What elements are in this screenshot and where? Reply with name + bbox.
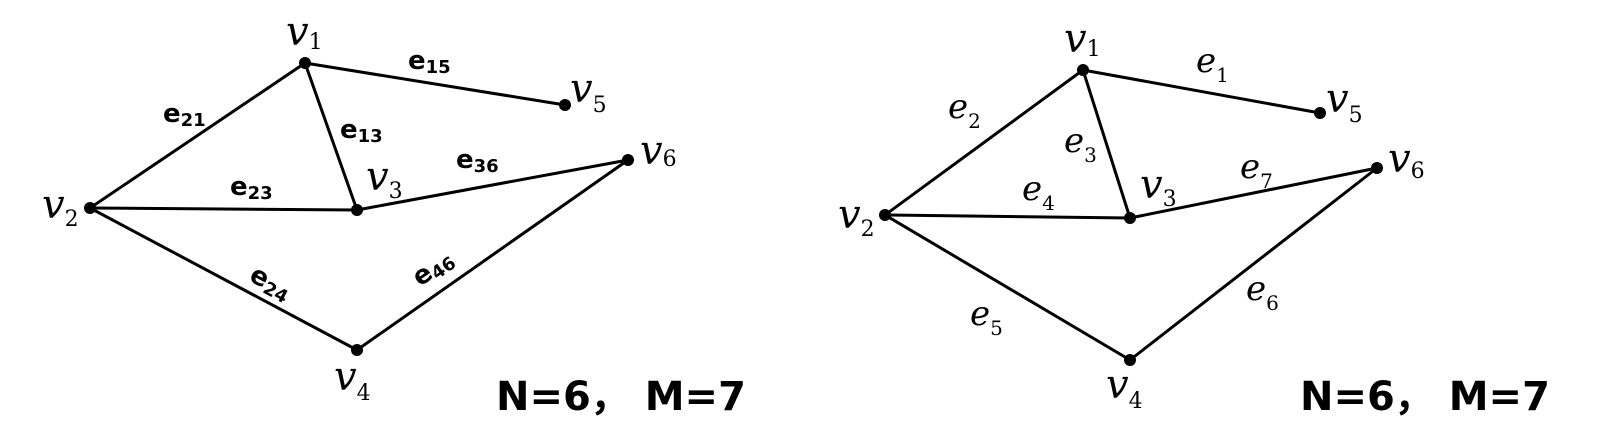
node-v6 xyxy=(1371,162,1383,174)
vertex-label-v2: v2 xyxy=(838,192,875,242)
node-v1 xyxy=(299,57,311,69)
edge-label-e24: e24 xyxy=(244,260,297,308)
edge-v2-v1 xyxy=(883,68,1085,217)
caption-left: N=6， M=7 xyxy=(496,374,746,420)
vertex-label-v4: v4 xyxy=(334,354,371,406)
edge-label-e15: e15 xyxy=(408,46,451,78)
edge-v3-v6 xyxy=(355,158,630,212)
edge-v4-v6 xyxy=(355,158,630,352)
edge-label-e5: e5 xyxy=(970,294,1003,340)
edge-v1-v3 xyxy=(303,61,359,212)
edge-label-e1: e1 xyxy=(1196,41,1229,87)
vertex-label-v5: v5 xyxy=(1326,76,1363,128)
node-v4 xyxy=(351,344,363,356)
node-v2 xyxy=(879,209,891,221)
node-v3 xyxy=(1124,212,1136,224)
vertex-label-v6: v6 xyxy=(1388,136,1425,184)
node-v5 xyxy=(1314,107,1326,119)
edge-v4-v6 xyxy=(1128,166,1379,362)
graph-diagram-right: v1 v2 v3 v4 v5 v6 e1 e2 e3 e4 e5 e6 e7 N… xyxy=(838,16,1550,420)
node-v5 xyxy=(559,99,571,111)
edge-v2-v4 xyxy=(88,206,359,352)
edge-label-e2: e2 xyxy=(948,87,981,133)
node-v1 xyxy=(1077,64,1089,76)
vertex-label-v1: v1 xyxy=(286,9,323,55)
vertex-label-v2: v2 xyxy=(42,182,79,232)
node-v2 xyxy=(84,202,96,214)
caption-right: N=6， M=7 xyxy=(1300,374,1550,420)
edge-label-e23: e23 xyxy=(230,172,273,204)
vertex-label-v6: v6 xyxy=(640,128,677,174)
graph-diagram-left: v1 v2 v3 v4 v5 v6 e15 e21 e13 e23 e36 e2… xyxy=(42,9,746,420)
edge-v1-v3 xyxy=(1081,68,1132,220)
vertex-label-v3: v3 xyxy=(1140,162,1177,212)
edge-v2-v3 xyxy=(88,206,359,212)
vertex-label-v3: v3 xyxy=(366,154,403,204)
edge-label-e13: e13 xyxy=(340,115,383,147)
edge-v2-v1 xyxy=(88,61,307,210)
edge-label-e21: e21 xyxy=(163,99,206,131)
edge-v1-v5 xyxy=(1081,68,1322,115)
node-v4 xyxy=(1124,354,1136,366)
edge-v2-v3 xyxy=(883,213,1132,220)
vertex-label-v4: v4 xyxy=(1106,362,1143,414)
edge-v1-v5 xyxy=(303,61,567,107)
edge-label-e4: e4 xyxy=(1022,169,1055,215)
edge-v2-v4 xyxy=(883,213,1132,362)
edge-label-e7: e7 xyxy=(1240,147,1273,193)
node-v6 xyxy=(622,154,634,166)
node-v3 xyxy=(351,204,363,216)
edge-v3-v6 xyxy=(1128,166,1379,220)
edge-label-e3: e3 xyxy=(1064,121,1097,167)
vertex-label-v5: v5 xyxy=(570,66,607,118)
edge-label-e46: e46 xyxy=(407,244,460,295)
vertex-label-v1: v1 xyxy=(1064,16,1101,62)
edge-label-e6: e6 xyxy=(1246,269,1279,315)
edge-label-e36: e36 xyxy=(456,145,499,177)
